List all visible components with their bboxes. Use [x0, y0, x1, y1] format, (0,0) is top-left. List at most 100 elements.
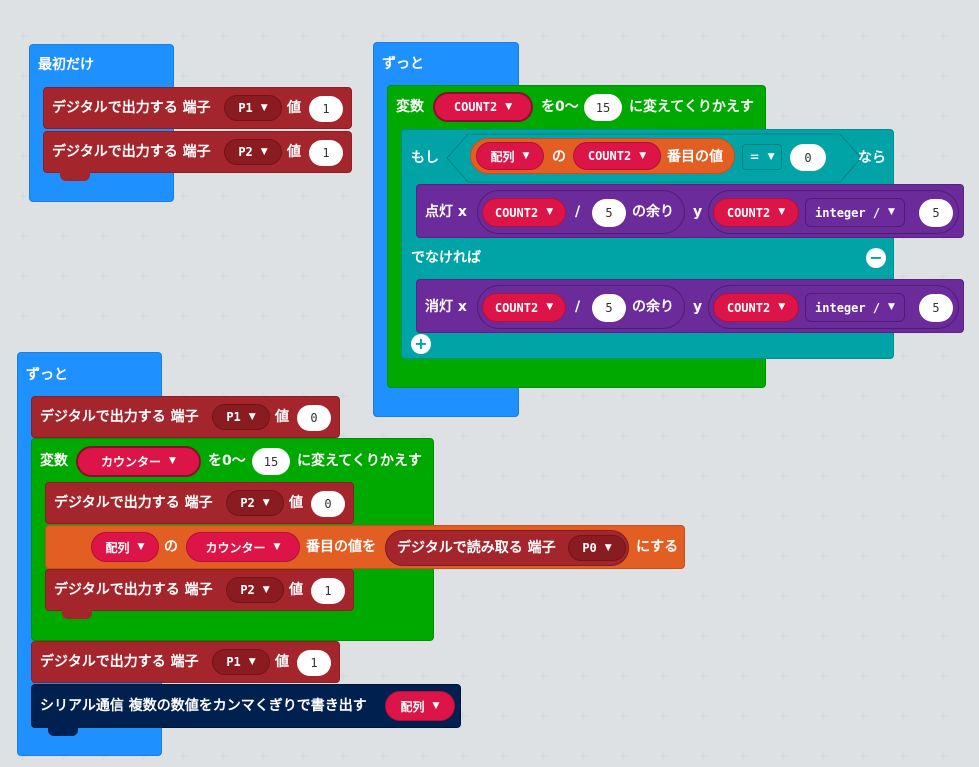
workspace-grid-mark: + [938, 509, 949, 523]
else-label: でなければ [411, 250, 481, 266]
range-label: を0〜 [541, 99, 579, 115]
workspace-grid-mark: + [858, 109, 869, 123]
minus-circle-icon[interactable]: − [866, 248, 886, 268]
digital-write-block[interactable]: デジタルで出力する 端子 P2▼ 値 0 [45, 482, 354, 524]
divisor-input[interactable]: 5 [592, 294, 626, 322]
value-label: 値 [287, 144, 301, 160]
serial-write-numbers-block[interactable]: シリアル通信 複数の数値をカンマくぎりで書き出す 配列▼ [31, 684, 461, 736]
pin-dropdown[interactable]: P1▼ [212, 649, 270, 675]
workspace-grid-mark: + [898, 509, 909, 523]
pin-dropdown[interactable]: P2▼ [226, 577, 284, 603]
workspace-grid-mark: + [338, 269, 349, 283]
integer-divisor-input[interactable]: 5 [919, 199, 953, 227]
array-dropdown[interactable]: 配列▼ [385, 691, 455, 721]
workspace-grid-mark: + [338, 229, 349, 243]
integer-divisor-input[interactable]: 5 [919, 294, 953, 322]
workspace-grid-mark: + [378, 749, 389, 763]
x-expression[interactable]: COUNT2▼ / 5 の余り [477, 190, 685, 234]
workspace-grid-mark: + [818, 709, 829, 723]
index-variable-dropdown[interactable]: COUNT2▼ [573, 142, 661, 170]
dropdown-arrow-icon: ▼ [260, 102, 268, 113]
workspace-grid-mark: + [818, 469, 829, 483]
value-input[interactable]: 1 [297, 650, 331, 676]
workspace-grid-mark: + [898, 589, 909, 603]
loop-count-input[interactable]: 15 [252, 448, 290, 475]
operator-dropdown[interactable]: =▼ [742, 144, 782, 170]
y-expression[interactable]: COUNT2▼ integer /▼ 5 [708, 190, 959, 234]
pin-dropdown[interactable]: P2▼ [224, 139, 282, 165]
workspace-grid-mark: + [658, 629, 669, 643]
workspace-grid-mark: + [858, 509, 869, 523]
y-variable-dropdown[interactable]: COUNT2▼ [713, 293, 799, 322]
index-variable-dropdown[interactable]: カウンター▼ [186, 532, 300, 562]
dropdown-arrow-icon: ▼ [505, 101, 513, 112]
workspace-grid-mark: + [658, 749, 669, 763]
workspace-grid-mark: + [898, 669, 909, 683]
workspace-grid-mark: + [738, 389, 749, 403]
workspace-grid-mark: + [538, 69, 549, 83]
x-variable-dropdown[interactable]: COUNT2▼ [482, 198, 566, 227]
digital-write-label: デジタルで出力する 端子 [54, 582, 213, 598]
y-expression[interactable]: COUNT2▼ integer /▼ 5 [708, 285, 959, 329]
digital-read-block[interactable]: デジタルで読み取る 端子 P0▼ [385, 530, 629, 566]
workspace-grid-mark: + [778, 429, 789, 443]
workspace-grid-mark: + [938, 109, 949, 123]
value-input[interactable]: 1 [311, 578, 345, 604]
serial-write-label: シリアル通信 複数の数値をカンマくぎりで書き出す [40, 698, 367, 714]
digital-write-label: デジタルで出力する 端子 [52, 100, 211, 116]
pin-value: P1 [238, 101, 253, 115]
workspace-grid-mark: + [218, 69, 229, 83]
workspace-grid-mark: + [378, 29, 389, 43]
array-set-block[interactable]: 配列▼ の カウンター▼ 番目の値を デジタルで読み取る 端子 P0▼ にする [45, 525, 685, 569]
workspace-grid-mark: + [538, 389, 549, 403]
value-input[interactable]: 0 [311, 491, 345, 517]
unplot-label: 消灯 x [425, 299, 467, 315]
pin-value: P0 [582, 541, 597, 555]
pin-dropdown[interactable]: P0▼ [568, 535, 626, 561]
digital-write-block[interactable]: デジタルで出力する 端子 P1▼ 値 1 [43, 87, 352, 129]
integer-divide-dropdown[interactable]: integer /▼ [805, 198, 905, 227]
loop-variable-dropdown[interactable]: カウンター▼ [76, 446, 201, 477]
workspace-grid-mark: + [178, 749, 189, 763]
led-plot-block[interactable]: 点灯 x COUNT2▼ / 5 の余り y COUNT2▼ integer /… [416, 184, 964, 238]
workspace-grid-mark: + [538, 429, 549, 443]
dropdown-arrow-icon: ▼ [546, 302, 554, 312]
digital-write-block[interactable]: デジタルで出力する 端子 P2▼ 値 1 [45, 569, 354, 619]
x-variable-dropdown[interactable]: COUNT2▼ [482, 293, 566, 322]
value-input[interactable]: 0 [297, 405, 331, 431]
compare-value-input[interactable]: 0 [790, 144, 826, 171]
workspace-grid-mark: + [458, 629, 469, 643]
array-name: 配列 [400, 699, 425, 714]
digital-write-block[interactable]: デジタルで出力する 端子 P2▼ 値 1 [43, 131, 352, 181]
digital-write-block[interactable]: デジタルで出力する 端子 P1▼ 値 0 [31, 396, 340, 438]
array-dropdown[interactable]: 配列▼ [91, 532, 159, 562]
loop-variable-dropdown[interactable]: COUNT2▼ [433, 92, 533, 122]
loop-suffix-label: に変えてくりかえす [297, 453, 422, 469]
workspace-grid-mark: + [698, 69, 709, 83]
value-input[interactable]: 1 [309, 140, 343, 166]
workspace-grid-mark: + [258, 349, 269, 363]
workspace-grid-mark: + [578, 589, 589, 603]
mod-label: の余り [632, 299, 674, 315]
led-unplot-block[interactable]: 消灯 x COUNT2▼ / 5 の余り y COUNT2▼ integer /… [416, 279, 964, 333]
divisor-input[interactable]: 5 [592, 199, 626, 227]
workspace-grid-mark: + [178, 69, 189, 83]
loop-count-input[interactable]: 15 [584, 94, 622, 121]
workspace-grid-mark: + [178, 189, 189, 203]
workspace-grid-mark: + [498, 709, 509, 723]
x-expression[interactable]: COUNT2▼ / 5 の余り [477, 285, 685, 329]
pin-value: P2 [238, 145, 253, 159]
workspace-grid-mark: + [898, 109, 909, 123]
y-variable-dropdown[interactable]: COUNT2▼ [713, 198, 799, 227]
array-dropdown[interactable]: 配列▼ [476, 142, 544, 170]
workspace-grid-mark: + [298, 229, 309, 243]
workspace-grid-mark: + [618, 629, 629, 643]
plus-circle-icon[interactable]: + [411, 334, 431, 354]
value-input[interactable]: 1 [309, 96, 343, 122]
integer-divide-dropdown[interactable]: integer /▼ [805, 293, 905, 322]
digital-write-block[interactable]: デジタルで出力する 端子 P1▼ 値 1 [31, 641, 340, 683]
pin-dropdown[interactable]: P1 ▼ [224, 95, 282, 121]
array-get-block[interactable]: 配列▼ の COUNT2▼ 番目の値 [470, 138, 735, 174]
pin-dropdown[interactable]: P1▼ [212, 404, 270, 430]
pin-dropdown[interactable]: P2▼ [226, 490, 284, 516]
